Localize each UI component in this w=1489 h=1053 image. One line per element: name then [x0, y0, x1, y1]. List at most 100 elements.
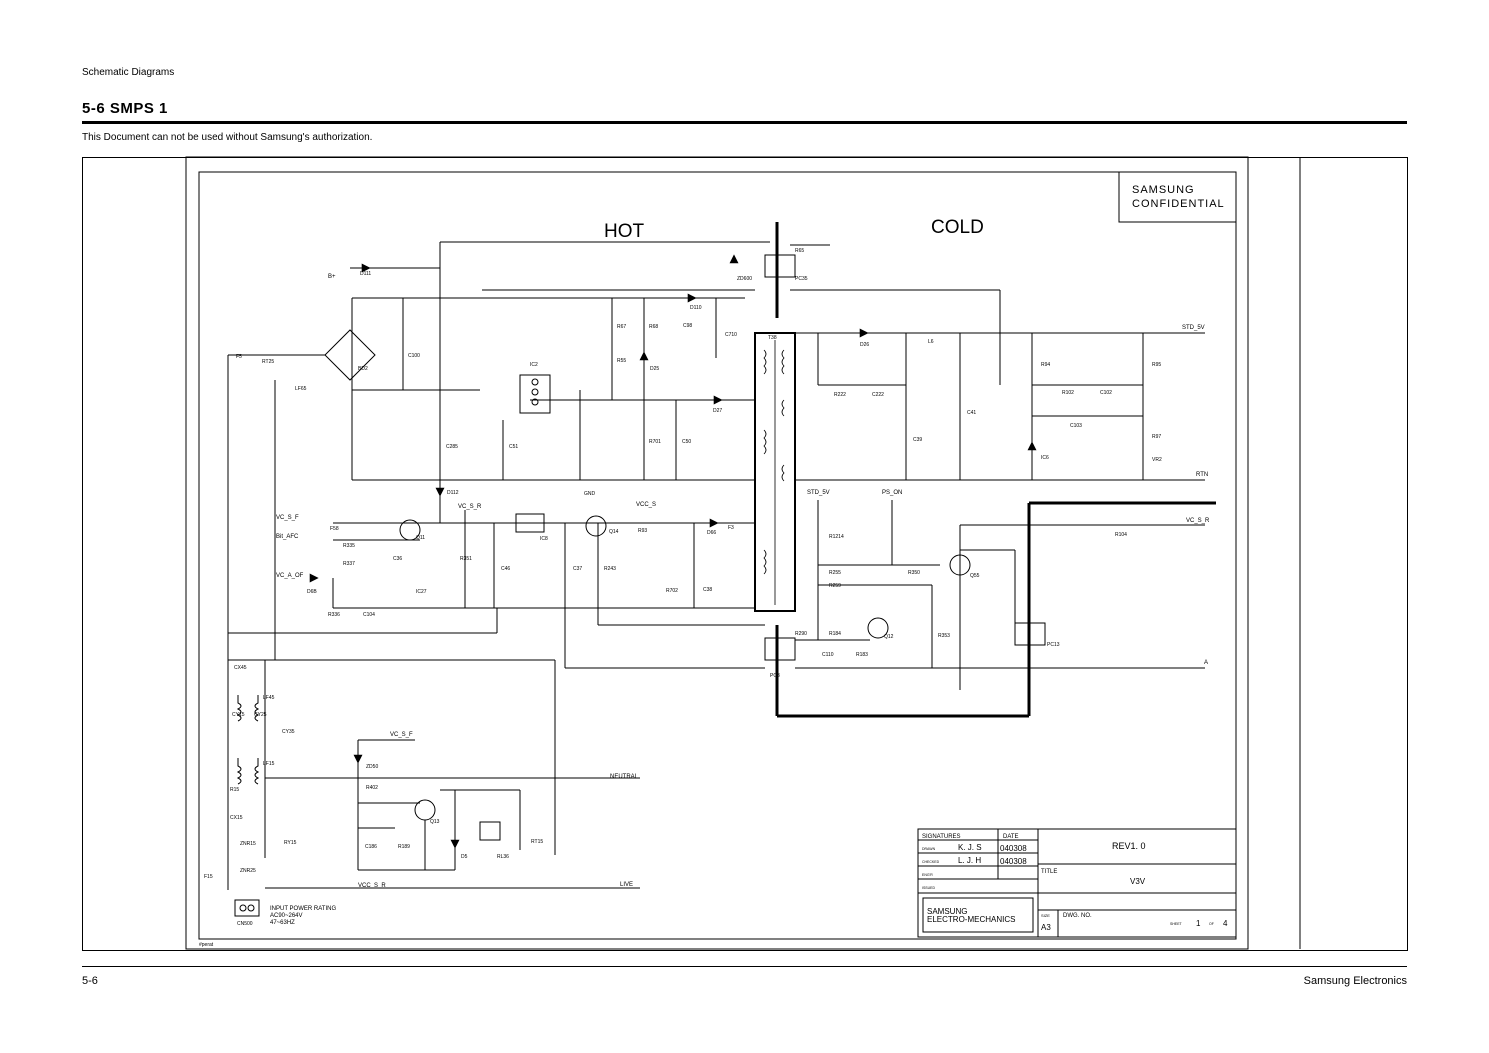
label-r336: R336 [328, 612, 340, 618]
page-number: 5-6 [82, 975, 98, 987]
confidential-line2: CONFIDENTIAL [1132, 198, 1225, 210]
tb-sheet-total: 4 [1223, 919, 1228, 928]
net-vc-a-of: VC_A_OF [276, 573, 304, 579]
transistor-q11 [399, 519, 421, 541]
label-r65: R65 [795, 248, 804, 254]
label-ry15: RY15 [284, 840, 297, 846]
label-c710: C710 [725, 332, 737, 338]
label-r184: R184 [829, 631, 841, 637]
label-znr15: ZNR15 [240, 841, 256, 847]
label-c110: C110 [822, 652, 834, 658]
net-b-plus: B+ [328, 274, 336, 280]
diode-d5 [450, 839, 460, 849]
ic2-body [519, 374, 551, 414]
header-rule [82, 121, 1407, 124]
tb-size-label: SIZE [1041, 913, 1050, 918]
net-rtn: RTN [1196, 472, 1208, 478]
tb-row2-date: 040308 [1000, 857, 1027, 866]
label-q12: Q12 [884, 634, 894, 640]
tb-row2-role: CHECKED [922, 860, 940, 864]
label-d66: D66 [707, 530, 716, 536]
label-ic27: IC27 [416, 589, 427, 595]
label-c222: C222 [872, 392, 884, 398]
label-r68: R68 [649, 324, 658, 330]
label-c46: C46 [501, 566, 510, 572]
label-q14: Q14 [609, 529, 619, 535]
label-cy25: CY25 [254, 712, 267, 718]
label-r55: R55 [617, 358, 626, 364]
label-zd600: ZD600 [737, 276, 752, 282]
label-r104: R104 [1115, 532, 1127, 538]
label-r402: R402 [366, 785, 378, 791]
label-cy35: CY35 [282, 729, 295, 735]
label-f58: F58 [330, 526, 339, 532]
label-r290: R290 [795, 631, 807, 637]
label-znr25: ZNR25 [240, 868, 256, 874]
label-d6b: D6B [307, 589, 317, 595]
label-f5: F5 [236, 354, 242, 360]
label-c104: C104 [363, 612, 375, 618]
label-d112: D112 [447, 490, 459, 496]
transistor-q12 [867, 617, 889, 639]
zener-zd50 [353, 754, 363, 764]
net-std-5v-b: STD_5V [807, 490, 830, 496]
label-d111: D111 [360, 271, 371, 277]
zener-zd600 [729, 254, 739, 264]
label-d25: D25 [650, 366, 659, 372]
net-gnd: GND [584, 491, 596, 497]
tb-title-label: TITLE [1041, 869, 1057, 875]
footer-rule [82, 966, 1407, 967]
net-bit-afc: Bit_AFC [276, 534, 299, 540]
label-r222: R222 [834, 392, 846, 398]
label-c39: C39 [913, 437, 922, 443]
ic8-body [515, 513, 545, 533]
label-c41: C41 [967, 410, 976, 416]
label-zd50: ZD50 [366, 764, 378, 770]
label-d26: D26 [860, 342, 869, 348]
label-c100: C100 [408, 353, 420, 359]
page-title: 5-6 SMPS 1 [82, 100, 168, 117]
net-vcc-s-r-bottom: VCC_S_R [358, 883, 386, 889]
tb-title-value: V3V [1130, 877, 1146, 886]
hot-region-label: HOT [604, 221, 645, 242]
net-a: A [1204, 660, 1208, 666]
label-r94: R94 [1041, 362, 1050, 368]
label-q11: Q11 [416, 535, 425, 541]
label-r702: R702 [666, 588, 678, 594]
tb-company-line2: ELECTRO-MECHANICS [927, 915, 1015, 924]
common-mode-choke-lf45 [236, 695, 260, 722]
footer-company: Samsung Electronics [1303, 975, 1407, 987]
tb-row4-role: ISSUED [922, 886, 936, 890]
net-vcc-s: VCC_S [636, 502, 656, 508]
label-d27: D27 [713, 408, 722, 414]
authorization-notice: This Document can not be used without Sa… [82, 132, 373, 143]
label-c37: C37 [573, 566, 582, 572]
optocoupler-pc13 [1014, 622, 1046, 646]
tb-signatures-label: SIGNATURES [922, 834, 961, 840]
diode-d25 [639, 351, 649, 361]
label-f3: F3 [728, 525, 734, 531]
tb-sheet-label: SHEET [1170, 922, 1183, 926]
label-r350: R350 [908, 570, 920, 576]
net-vc-s-f-bottom: VC_S_F [390, 732, 413, 738]
label-r353: R353 [938, 633, 950, 639]
input-rating-line1: INPUT POWER RATING [270, 906, 336, 912]
net-vc-s-f: VC_S_F [276, 515, 299, 521]
label-r243: R243 [604, 566, 616, 572]
diode-d112 [435, 487, 445, 497]
shunt-ic6 [1027, 441, 1037, 451]
bridge-bd2 [324, 329, 376, 381]
optocoupler-pc35 [764, 254, 796, 278]
net-ps-on: PS_ON [882, 490, 902, 496]
tb-row2-name: L. J. H [958, 856, 981, 865]
net-neutral: NEUTRAL [610, 774, 639, 780]
diode-d27 [713, 395, 723, 405]
label-cx45: CX45 [234, 665, 247, 671]
label-pc35: PC35 [795, 276, 808, 282]
net-perat: #perat [199, 942, 214, 948]
label-ic8: IC8 [540, 536, 548, 542]
drawing-border-inner [198, 171, 1237, 940]
label-r183: R183 [856, 652, 868, 658]
tb-company-line1: SAMSUNG [927, 907, 967, 916]
confidential-line1: SAMSUNG [1132, 184, 1195, 196]
